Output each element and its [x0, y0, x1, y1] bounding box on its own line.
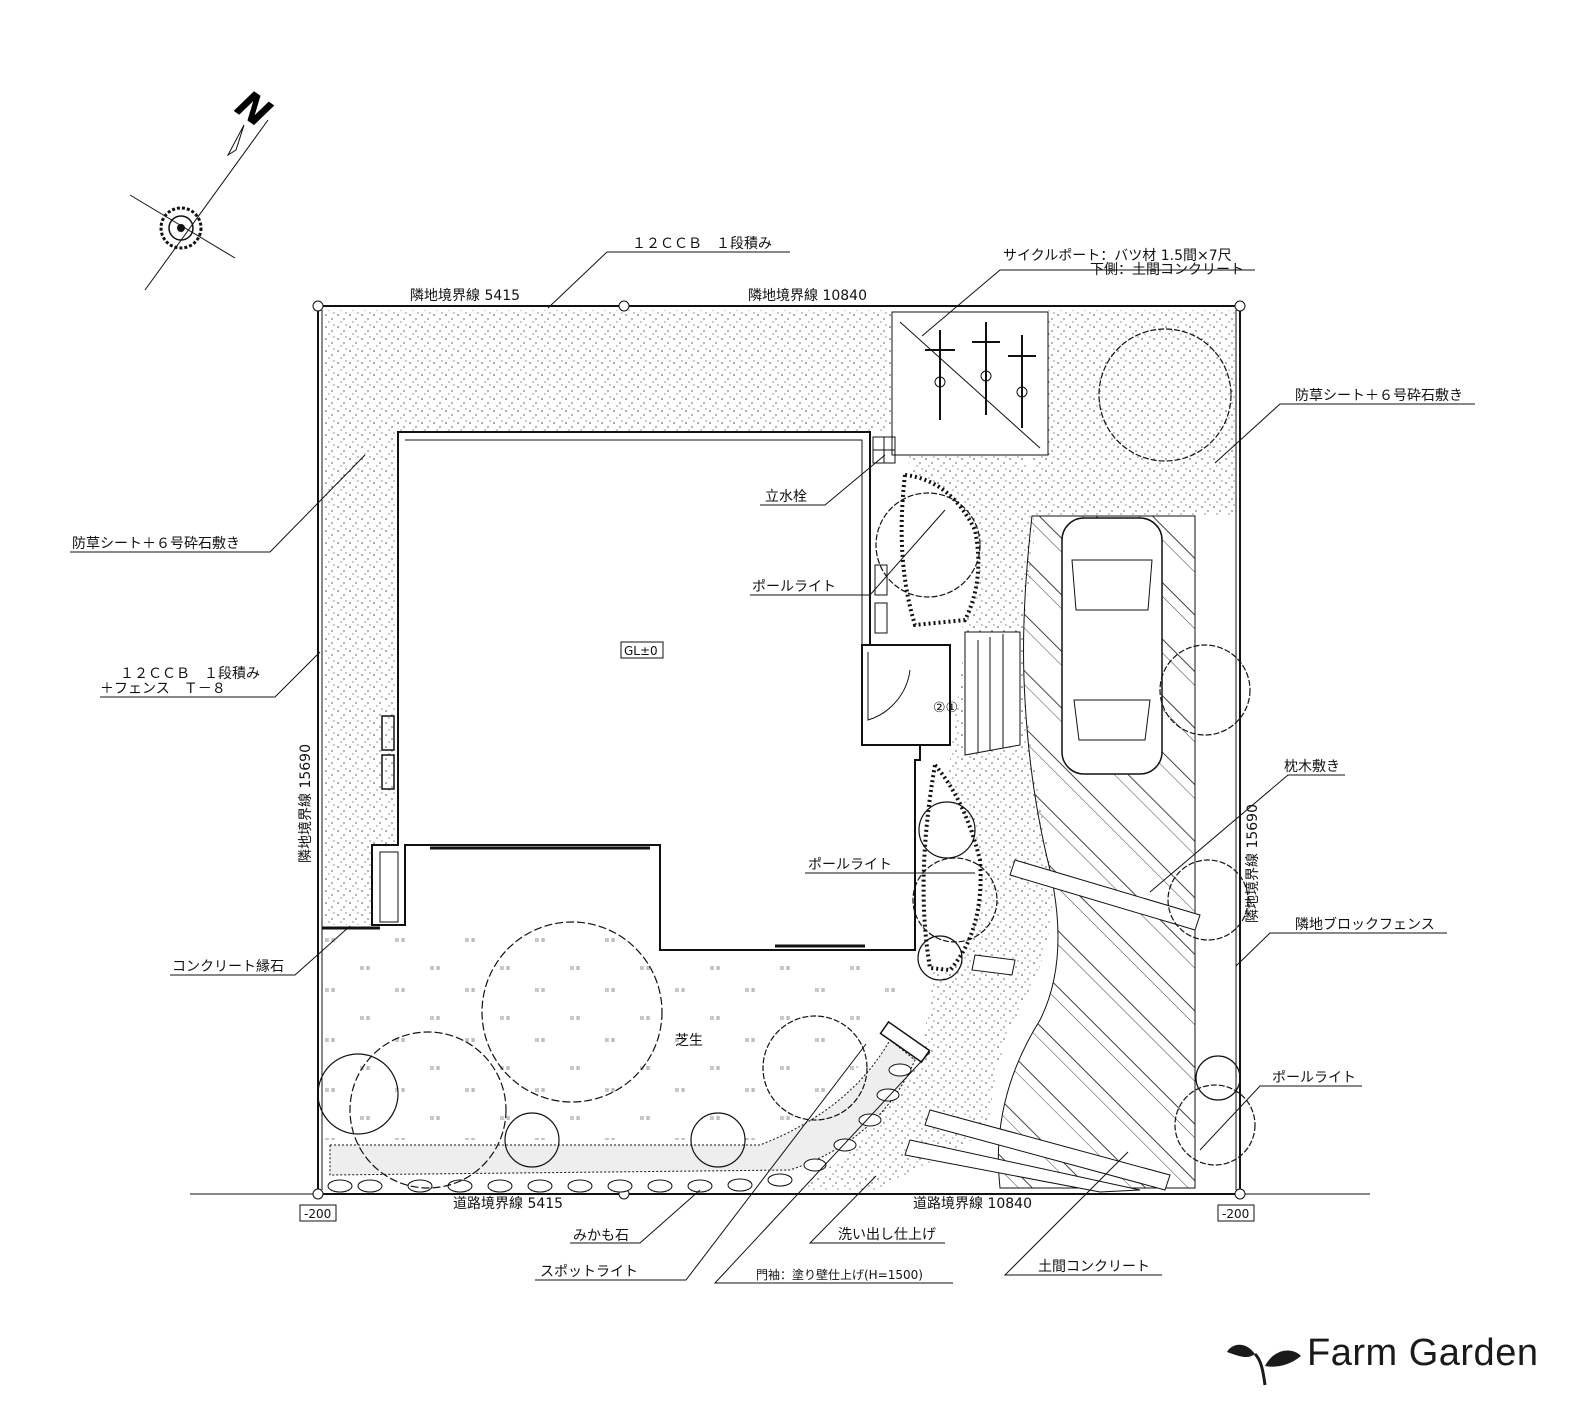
boundary-top-left: 隣地境界線 5415 [410, 288, 520, 304]
label-concrete-curb: コンクリート縁石 [172, 959, 284, 975]
label-cycle-port-2: 下側：土間コンクリート [1090, 262, 1244, 278]
label-ccb-fence-1: １２ＣＣＢ １段積み [120, 666, 260, 682]
level-right-offset: -200 [1222, 1207, 1249, 1221]
label-pole-light-3: ポールライト [1272, 1070, 1356, 1086]
label-spotlight: スポットライト [540, 1264, 638, 1280]
brand-name: Farm Garden [1307, 1332, 1539, 1374]
cycle-port [891, 311, 1049, 456]
label-washout: 洗い出し仕上げ [838, 1227, 936, 1243]
label-lawn: 芝生 [675, 1033, 703, 1049]
compass: N [129, 82, 279, 291]
label-standpipe: 立水栓 [765, 489, 807, 505]
level-left-offset: -200 [304, 1207, 331, 1221]
trees [317, 328, 1256, 1189]
label-ccb-top: １２ＣＣＢ １段積み [632, 236, 772, 252]
lawn-area [322, 930, 915, 1140]
label-weed-sheet-left: 防草シート＋６号砕石敷き [72, 536, 240, 552]
house [371, 431, 951, 951]
label-block-fence: 隣地ブロックフェンス [1295, 916, 1435, 933]
boundary-left: 隣地境界線 15690 [298, 744, 314, 863]
bicycle-icon [925, 330, 955, 420]
boundary-right: 隣地境界線 15690 [1245, 804, 1261, 923]
entrance-steps [964, 631, 1021, 756]
planting-beds [329, 472, 983, 1176]
label-sleepers: 枕木敷き [1284, 759, 1340, 775]
boundary-bottom-right: 道路境界線 10840 [913, 1196, 1032, 1212]
bicycle-icon [972, 322, 1000, 415]
bicycle-icon [1008, 335, 1036, 428]
brand-logo: Farm Garden [1225, 1330, 1545, 1390]
label-gate-pillar: 門袖：塗り壁仕上げ(H=1500) [756, 1267, 923, 1282]
annotation-labels: １２ＣＣＢ １段積み サイクルポート：バツ材 1.5間×7尺 下側：土間コンクリ… [72, 236, 1463, 1282]
sleeper-pavers [904, 859, 1201, 1193]
label-ccb-fence-2: ＋フェンス Ｔ－８ [100, 681, 226, 697]
boundary-top-right: 隣地境界線 10840 [748, 288, 867, 304]
leaf-icon [1227, 1344, 1301, 1386]
car-outline [1061, 517, 1163, 775]
label-pole-light-1: ポールライト [752, 579, 836, 595]
label-cycle-port-1: サイクルポート：バツ材 1.5間×7尺 [1003, 248, 1232, 264]
label-pole-light-2: ポールライト [808, 857, 892, 873]
label-mikage: みかも石 [573, 1228, 629, 1244]
north-letter: N [228, 82, 279, 136]
leader-lines [70, 251, 1475, 1284]
label-steps: ②① [933, 700, 958, 716]
label-earth-concrete: 土間コンクリート [1038, 1259, 1150, 1275]
level-gl: GL±0 [624, 644, 658, 658]
boundary-bottom-left: 道路境界線 5415 [453, 1196, 563, 1212]
label-weed-sheet-right: 防草シート＋６号砕石敷き [1295, 388, 1463, 404]
